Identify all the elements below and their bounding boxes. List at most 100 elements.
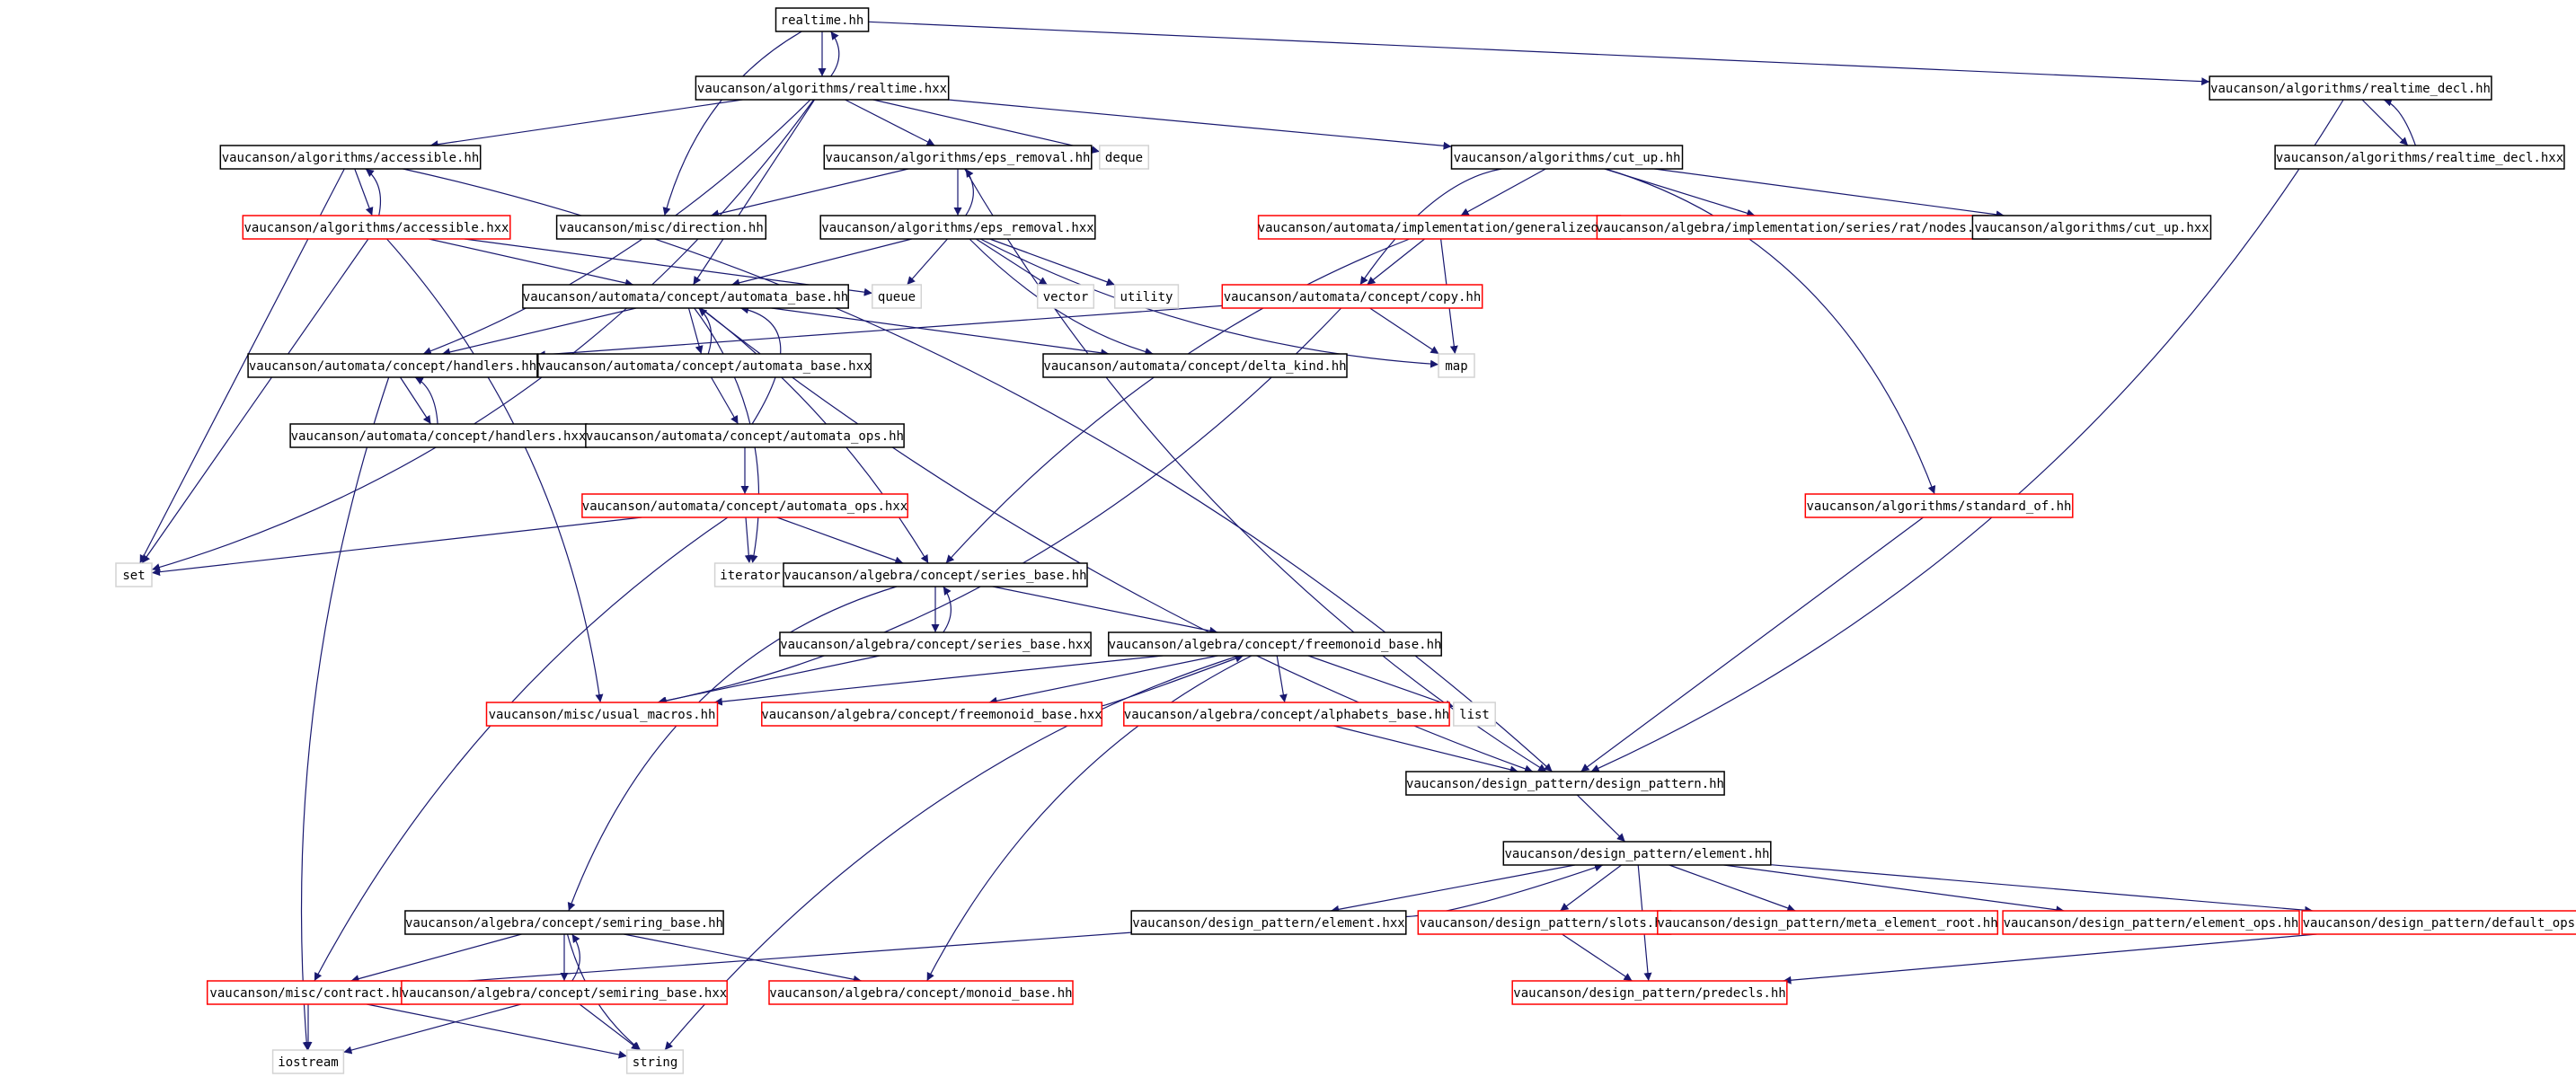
node-alg-eps-removal-hxx[interactable]: vaucanson/algorithms/eps_removal.hxx [819,215,1096,240]
edge-aut_impl_generalized_hh-to-aut_copy_hh [1367,238,1425,286]
node-algebra-alphabets-base-hh[interactable]: vaucanson/algebra/concept/alphabets_base… [1123,702,1450,727]
node-box [625,1049,685,1074]
node-label: list [1459,708,1490,722]
node-label: vaucanson/algorithms/standard_of.hh [1806,499,2071,514]
node-alg-standard-of-hh[interactable]: vaucanson/algorithms/standard_of.hh [1804,493,2074,518]
edge-dp_design_pattern_hh-to-dp_element_hh [1576,794,1626,843]
node-box [242,215,511,240]
edge-alg_eps_removal_hh-to-dp_design_pattern_hh [964,168,1547,772]
node-deque[interactable]: deque [1099,145,1150,170]
edge-algebra_freemonoid_base_hh-to-list [1307,655,1454,709]
node-dp-slots-hh[interactable]: vaucanson/design_pattern/slots.hh [1417,910,1672,935]
node-box [2002,910,2300,935]
node-alg-accessible-hh[interactable]: vaucanson/algorithms/accessible.hh [219,145,482,170]
node-box [779,631,1092,657]
edge-dp_element_hh-to-dp_element_hxx [1331,864,1575,914]
node-algebra-freemonoid-base-hxx[interactable]: vaucanson/algebra/concept/freemonoid_bas… [761,702,1103,727]
node-alg-realtime-decl-hh[interactable]: vaucanson/algorithms/realtime_decl.hh [2209,75,2492,101]
node-aut-impl-generalized-hh[interactable]: vaucanson/automata/implementation/genera… [1257,215,1622,240]
node-aut-automata-base-hxx[interactable]: vaucanson/automata/concept/automata_base… [537,353,872,378]
node-map[interactable]: map [1438,353,1475,378]
node-vector[interactable]: vector [1036,284,1095,309]
node-aut-automata-ops-hh[interactable]: vaucanson/automata/concept/automata_ops.… [585,423,905,448]
edge-alg_accessible_hxx-to-aut_automata_base_hh [428,238,634,287]
node-dp-element-hxx[interactable]: vaucanson/design_pattern/element.hxx [1130,910,1407,935]
node-iostream[interactable]: iostream [271,1049,345,1074]
node-box [1511,980,1788,1005]
node-queue[interactable]: queue [872,284,923,309]
node-dp-design-pattern-hh[interactable]: vaucanson/design_pattern/design_pattern.… [1405,771,1725,796]
node-label: vaucanson/design_pattern/slots.hh [1420,916,1669,931]
node-misc-direction-hh[interactable]: vaucanson/misc/direction.hh [555,215,767,240]
node-label: vaucanson/automata/concept/handlers.hxx [291,429,587,444]
node-string[interactable]: string [625,1049,685,1074]
node-misc-contract-hh[interactable]: vaucanson/misc/contract.hh [206,980,411,1005]
node-box [1453,702,1496,727]
node-label: vaucanson/design_pattern/meta_element_ro… [1657,916,1997,931]
edge-dp_element_hh-to-dp_slots_hh [1560,864,1622,912]
edge-aut_handlers_hh-to-aut_handlers_hxx [399,376,432,425]
node-label: string [633,1055,678,1070]
node-alg-cut-up-hh[interactable]: vaucanson/algorithms/cut_up.hh [1450,145,1684,170]
node-algebra-series-base-hh[interactable]: vaucanson/algebra/concept/series_base.hh [783,562,1088,587]
edge-alg_realtime_hxx-to-alg_accessible_hh [429,99,743,149]
node-algebra-freemonoid-base-hh[interactable]: vaucanson/algebra/concept/freemonoid_bas… [1108,631,1442,657]
edge-alg_eps_removal_hxx-to-vector [975,238,1049,286]
edge-algebra_freemonoid_base_hh-to-algebra_freemonoid_base_hxx [988,655,1218,705]
node-label: vaucanson/algorithms/realtime.hxx [697,82,947,96]
node-algebra-series-base-hxx[interactable]: vaucanson/algebra/concept/series_base.hx… [779,631,1092,657]
node-box [872,284,923,309]
node-alg-realtime-decl-hxx[interactable]: vaucanson/algorithms/realtime_decl.hxx [2274,145,2565,170]
node-aut-handlers-hxx[interactable]: vaucanson/automata/concept/handlers.hxx [289,423,588,448]
node-aut-copy-hh[interactable]: vaucanson/automata/concept/copy.hh [1221,284,1483,309]
node-box [1042,353,1348,378]
node-list[interactable]: list [1453,702,1496,727]
node-aut-automata-base-hh[interactable]: vaucanson/automata/concept/automata_base… [522,284,849,309]
edge-alg_accessible_hxx-to-set [141,238,369,564]
node-label: vaucanson/automata/concept/handlers.hh [249,359,536,374]
node-alg-eps-removal-hh[interactable]: vaucanson/algorithms/eps_removal.hh [823,145,1093,170]
node-label: map [1445,359,1467,374]
node-label: vaucanson/algebra/concept/alphabets_base… [1124,708,1449,722]
edge-aut_automata_ops_hh-to-aut_automata_base_hh [739,305,782,425]
node-label: iterator [720,569,780,583]
node-label: vaucanson/algebra/concept/series_base.hx… [780,638,1091,652]
node-aut-automata-ops-hxx[interactable]: vaucanson/automata/concept/automata_ops.… [581,493,908,518]
node-realtime-hh[interactable]: realtime.hh [775,7,870,32]
node-dp-predecls-hh[interactable]: vaucanson/design_pattern/predecls.hh [1511,980,1788,1005]
edge-alg_cut_up_hh-to-alg_cut_up_hxx [1654,168,2005,219]
node-box [1257,215,1622,240]
node-label: vaucanson/algebra/concept/monoid_base.hh [769,986,1072,1001]
node-algebra-semiring-base-hh[interactable]: vaucanson/algebra/concept/semiring_base.… [404,910,724,935]
node-alg-cut-up-hxx[interactable]: vaucanson/algorithms/cut_up.hxx [1971,215,2212,240]
node-alg-accessible-hxx[interactable]: vaucanson/algorithms/accessible.hxx [242,215,511,240]
node-set[interactable]: set [115,562,153,587]
node-box [775,7,870,32]
nodes-layer: realtime.hh vaucanson/algorithms/realtime… [115,7,2576,1074]
node-box [1099,145,1150,170]
node-dp-meta-element-root-hh[interactable]: vaucanson/design_pattern/meta_element_ro… [1657,910,1999,935]
node-label: vaucanson/design_pattern/default_ops.hh [2303,916,2576,931]
node-algebra-monoid-base-hh[interactable]: vaucanson/algebra/concept/monoid_base.hh [768,980,1074,1005]
node-aut-delta-kind-hh[interactable]: vaucanson/automata/concept/delta_kind.hh [1042,353,1348,378]
node-dp-default-ops-hh[interactable]: vaucanson/design_pattern/default_ops.hh [2301,910,2576,935]
edge-realtime_hh-to-alg_realtime_decl_hh [868,21,2210,86]
edge-alg_cut_up_hh-to-aut_copy_hh [1359,168,1502,286]
edge-aut_automata_base_hh-to-aut_automata_base_hxx [687,307,704,355]
node-utility[interactable]: utility [1113,284,1180,309]
node-misc-usual-macros-hh[interactable]: vaucanson/misc/usual_macros.hh [485,702,719,727]
node-algebra-impl-rat-nodes-hh[interactable]: vaucanson/algebra/implementation/series/… [1596,215,1989,240]
node-iterator[interactable]: iterator [713,562,787,587]
node-dp-element-ops-hh[interactable]: vaucanson/design_pattern/element_ops.hh [2002,910,2300,935]
node-aut-handlers-hh[interactable]: vaucanson/automata/concept/handlers.hh [247,353,538,378]
node-box [1221,284,1483,309]
node-alg-realtime-hxx[interactable]: vaucanson/algorithms/realtime.hxx [695,75,950,101]
node-box [761,702,1103,727]
edge-alg_realtime_decl_hxx-to-alg_realtime_decl_hh [2383,98,2416,146]
node-label: vaucanson/design_pattern/predecls.hh [1513,986,1785,1001]
node-box [271,1049,345,1074]
node-algebra-semiring-base-hxx[interactable]: vaucanson/algebra/concept/semiring_base.… [401,980,728,1005]
node-label: vaucanson/misc/contract.hh [209,986,406,1001]
edge-aut_automata_base_hxx-to-aut_automata_base_hh [698,307,713,355]
node-dp-element-hh[interactable]: vaucanson/design_pattern/element.hh [1502,841,1772,866]
